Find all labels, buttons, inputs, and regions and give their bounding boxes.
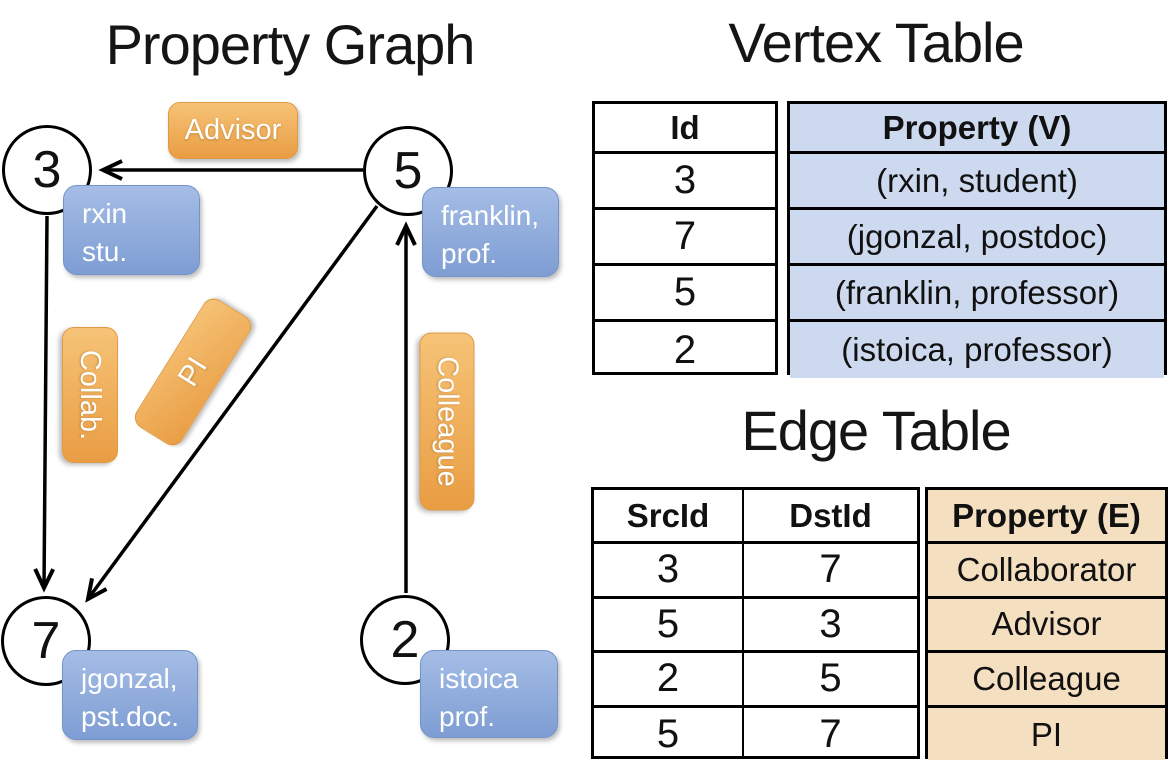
vertex-table-header-property: Property (V) [790,104,1164,154]
edge-table-srcid-cell: 2 [594,653,742,708]
vertex-table-id-cell: 7 [595,210,775,266]
edge-table-dstid-cell: 7 [819,712,842,757]
vertex-table-id-cell: 5 [595,266,775,322]
edge-table-property-cell: Collaborator [928,544,1165,599]
edge-label-advisor: Advisor [168,102,298,159]
edge-table-srcid-column: SrcId 3 5 2 5 [591,487,743,759]
vertex-prop-franklin-line2: prof. [441,238,498,269]
vertex-prop-istoica: istoica prof. [420,650,558,738]
edge-pi-arrow [85,204,379,603]
vertex-prop-istoica-line2: prof. [439,701,496,732]
vertex-table-header-id: Id [595,104,775,154]
edge-table-dstid-column: DstId 7 3 5 7 [743,487,920,759]
vertex-prop-jgonzal-line1: jgonzal, [81,663,178,694]
edge-table-property-cell: Advisor [928,598,1165,653]
vertex-prop-franklin-line1: franklin, [441,200,540,231]
edge-table-title: Edge Table [741,399,1011,462]
vertex-table-property-cell: (istoica, professor) [790,322,1164,378]
vertex-table-id-cell: 3 [595,154,775,210]
edge-collaborator-arrow [33,215,55,593]
edge-table-dstid-cell: 5 [744,653,917,708]
edge-table-header-property: Property (E) [928,490,1165,544]
property-graph-title: Property Graph [105,13,476,76]
vertex-table-property-column: Property (V) (rxin, student) (jgonzal, p… [787,101,1167,378]
vertex-table-id-column: Id 3 7 5 2 [592,101,778,375]
vertex-table-property-cell: (franklin, professor) [790,266,1164,322]
edge-table-property-column: Property (E) Collaborator Advisor Collea… [925,487,1168,760]
edge-table-header-dstid: DstId [744,490,917,544]
edge-table-property-cell: Colleague [928,653,1165,708]
vertex-table-id-cell: 2 [673,327,697,372]
vertex-table-property-cell: (jgonzal, postdoc) [790,210,1164,266]
edge-table-dstid-cell: 7 [744,544,917,599]
edge-table-dstid-cell: 3 [744,599,917,653]
vertex-prop-rxin-line1: rxin [82,198,128,229]
vertex-prop-franklin: franklin, prof. [422,187,559,277]
vertex-prop-jgonzal: jgonzal, pst.doc. [62,650,198,740]
vertex-table-title: Vertex Table [728,11,1024,74]
vertex-table-property-cell: (rxin, student) [790,154,1164,210]
edge-table-srcid-cell: 5 [656,712,680,757]
vertex-prop-jgonzal-line2: pst.doc. [81,701,180,732]
vertex-prop-istoica-line1: istoica [439,663,519,694]
edge-table-property-cell: PI [928,707,1165,760]
edge-label-colleague: Colleague [419,332,475,511]
edge-table-srcid-cell: 3 [594,544,742,599]
edge-table-header-srcid: SrcId [594,490,742,544]
node-3: 3 [2,125,92,215]
vertex-prop-rxin-line2: stu. [82,236,128,267]
edge-table-srcid-cell: 5 [594,599,742,653]
edge-label-collab: Collab. [62,327,118,463]
vertex-prop-rxin: rxin stu. [63,185,200,275]
